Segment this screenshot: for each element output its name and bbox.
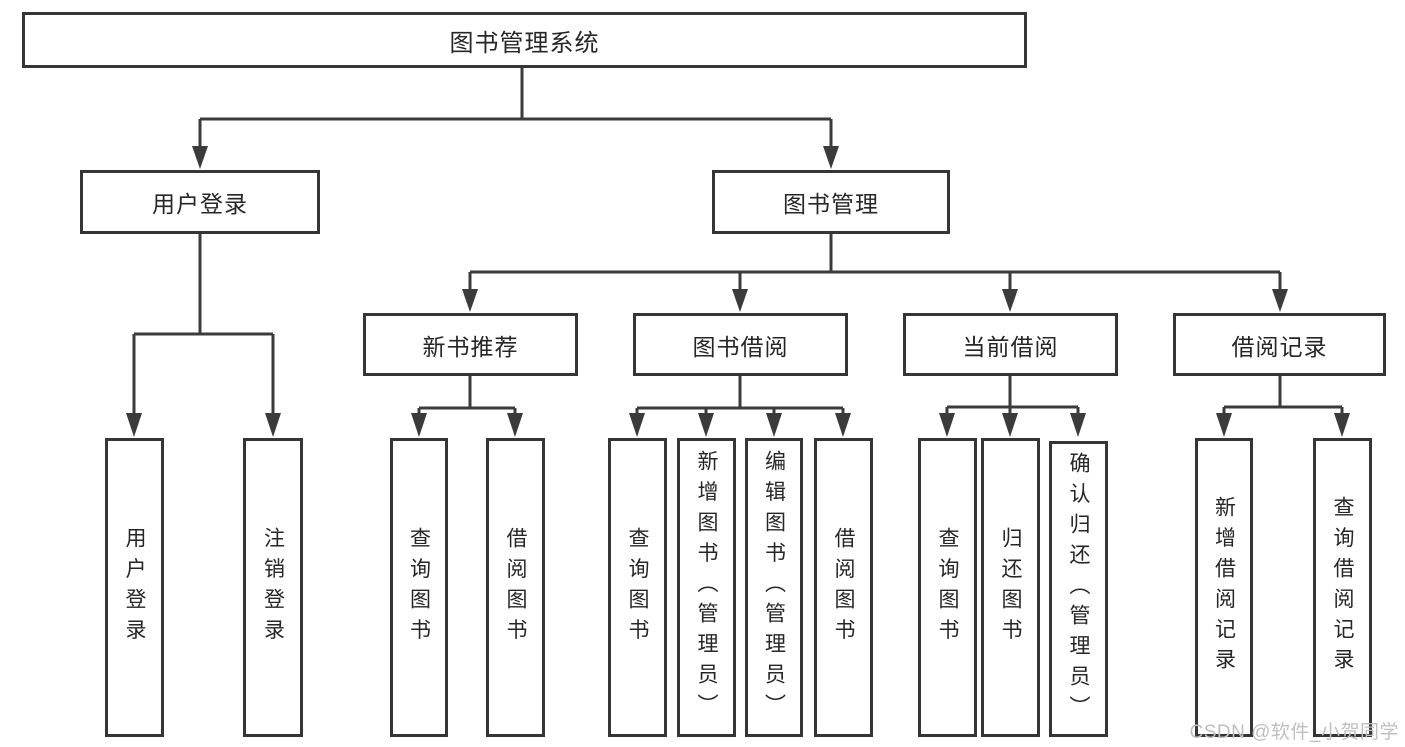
leaf-query-books-current: 查询图书 [918, 438, 977, 737]
leaf-borrow-books-borrowing: 借阅图书 [814, 438, 873, 737]
leaf-add-books-admin: 新增图书（管理员） [677, 438, 736, 737]
leaf-borrow-books-recommendation: 借阅图书 [486, 438, 545, 737]
connector-root-to-level2 [198, 68, 833, 150]
leaf-query-books-borrowing: 查询图书 [608, 438, 667, 737]
connector-current-borrowing-children [945, 376, 1080, 418]
arrowheads-book-borrowing [629, 413, 851, 437]
node-borrowing-records: 借阅记录 [1173, 313, 1386, 376]
node-library-management-system: 图书管理系统 [22, 12, 1027, 68]
leaf-user-login: 用户登录 [105, 438, 164, 737]
node-new-book-recommendation: 新书推荐 [363, 313, 578, 376]
connector-new-book-children [417, 376, 517, 418]
watermark: CSDN @软件_小贺同学 [1189, 722, 1399, 743]
arrowheads-user-login [126, 413, 281, 437]
arrowheads-new-book [411, 413, 523, 437]
arrowheads-current-borrowing [939, 413, 1086, 437]
connector-borrowing-records-children [1222, 376, 1344, 418]
arrowheads-borrowing-records [1216, 413, 1350, 437]
connector-book-management-children [468, 234, 1282, 293]
leaf-query-borrow-record: 查询借阅记录 [1313, 438, 1372, 737]
node-book-borrowing: 图书借阅 [633, 313, 848, 376]
leaf-edit-books-admin: 编辑图书（管理员） [745, 438, 803, 737]
leaf-return-books: 归还图书 [981, 438, 1040, 737]
leaf-logout-login: 注销登录 [243, 438, 303, 737]
connector-book-borrowing-children [635, 376, 845, 418]
arrowheads-level2 [192, 146, 839, 169]
node-user-login: 用户登录 [80, 170, 320, 234]
leaf-add-borrow-record: 新增借阅记录 [1195, 438, 1253, 737]
arrowheads-level3 [462, 289, 1288, 312]
node-current-borrowing: 当前借阅 [903, 313, 1118, 376]
node-book-management: 图书管理 [712, 170, 950, 234]
leaf-confirm-return-admin: 确认归还（管理员） [1049, 441, 1108, 737]
leaf-query-books-recommendation: 查询图书 [390, 438, 448, 737]
connector-user-login-children [132, 234, 275, 418]
